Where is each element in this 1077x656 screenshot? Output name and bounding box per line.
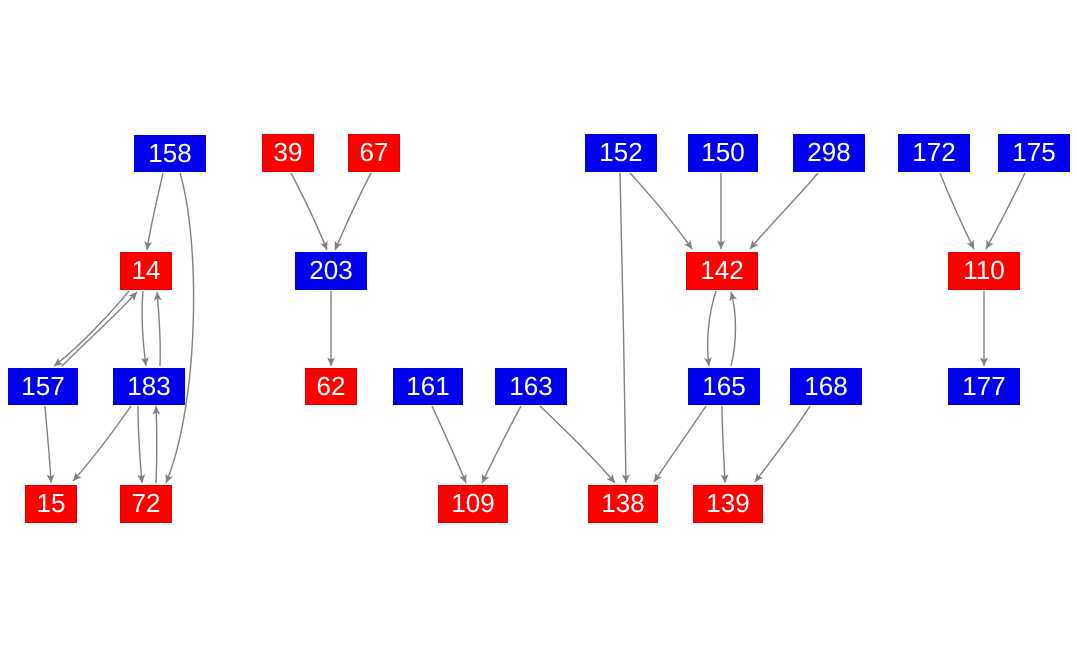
graph-edge [44, 405, 55, 484]
graph-node-label: 161 [406, 370, 450, 401]
graph-node-138[interactable]: 138 [588, 485, 658, 523]
graph-node-label: 67 [359, 137, 389, 167]
graph-node-label: 172 [912, 137, 956, 167]
graph-node-157[interactable]: 157 [8, 368, 78, 405]
graph-node-62[interactable]: 62 [305, 368, 357, 405]
graph-edge [140, 290, 149, 367]
graph-edge [334, 172, 372, 251]
graph-node-152[interactable]: 152 [585, 134, 657, 172]
graph-node-label: 177 [962, 370, 1006, 401]
graph-edge [61, 291, 138, 367]
graph-edge [153, 291, 162, 367]
graph-node-label: 142 [700, 255, 744, 285]
graph-edge [729, 291, 738, 367]
graph-node-165[interactable]: 165 [688, 368, 760, 405]
graph-edge [619, 172, 630, 484]
graph-node-label: 72 [131, 488, 161, 518]
graph-edge [165, 172, 195, 484]
graph-node-label: 14 [131, 255, 161, 285]
graph-node-163[interactable]: 163 [495, 368, 567, 405]
graph-node-183[interactable]: 183 [113, 368, 185, 405]
graph-edge [152, 405, 161, 484]
graph-edge [985, 172, 1026, 250]
graph-node-label: 168 [804, 370, 848, 401]
graph-edge [72, 405, 132, 482]
graph-node-label: 158 [148, 137, 192, 168]
graph-node-label: 152 [599, 137, 643, 167]
graph-node-109[interactable]: 109 [438, 485, 508, 523]
graph-node-label: 15 [36, 488, 66, 518]
graph-node-142[interactable]: 142 [686, 252, 758, 290]
graph-node-label: 110 [963, 255, 1005, 285]
graph-node-label: 298 [807, 137, 851, 167]
graph-node-label: 138 [601, 488, 645, 518]
graph-node-139[interactable]: 139 [693, 485, 763, 523]
graph-node-label: 203 [309, 255, 353, 285]
graph-edge [290, 172, 328, 251]
graph-node-label: 139 [706, 488, 750, 518]
graph-node-298[interactable]: 298 [793, 134, 865, 172]
graph-node-14[interactable]: 14 [120, 252, 172, 290]
graph-node-label: 165 [702, 370, 746, 401]
graph-edge [754, 405, 811, 483]
graph-edge [481, 405, 522, 484]
graph-node-label: 183 [127, 370, 171, 401]
graph-edge [720, 405, 729, 484]
graph-edge [939, 172, 975, 250]
graph-node-110[interactable]: 110 [948, 252, 1020, 290]
graph-node-label: 157 [21, 370, 65, 401]
graph-node-15[interactable]: 15 [25, 485, 77, 523]
graph-node-label: 163 [509, 370, 553, 401]
graph-node-158[interactable]: 158 [134, 135, 206, 172]
graph-node-203[interactable]: 203 [295, 252, 367, 290]
graph-edge [703, 290, 717, 367]
graph-node-150[interactable]: 150 [688, 134, 758, 172]
graph-edge [144, 172, 164, 251]
graph-node-172[interactable]: 172 [898, 134, 970, 172]
graph-node-168[interactable]: 168 [790, 368, 862, 405]
graph-node-label: 109 [451, 488, 495, 518]
graph-node-161[interactable]: 161 [393, 368, 463, 405]
graph-node-label: 62 [316, 370, 346, 401]
graph-edge [137, 405, 146, 484]
graph-node-177[interactable]: 177 [948, 368, 1020, 405]
graph-edge [653, 405, 707, 483]
graph-edge [749, 172, 819, 250]
graph-node-39[interactable]: 39 [262, 134, 314, 172]
graph-edge [431, 405, 467, 484]
graph-node-72[interactable]: 72 [120, 485, 172, 523]
graph-node-175[interactable]: 175 [998, 134, 1070, 172]
graph-node-67[interactable]: 67 [348, 134, 400, 172]
graph-node-label: 150 [701, 137, 745, 167]
graph-edge [53, 290, 130, 367]
graph-node-label: 175 [1012, 137, 1056, 167]
graph-edge [539, 405, 616, 484]
graph-edge [629, 172, 693, 250]
graph-node-label: 39 [273, 137, 303, 167]
